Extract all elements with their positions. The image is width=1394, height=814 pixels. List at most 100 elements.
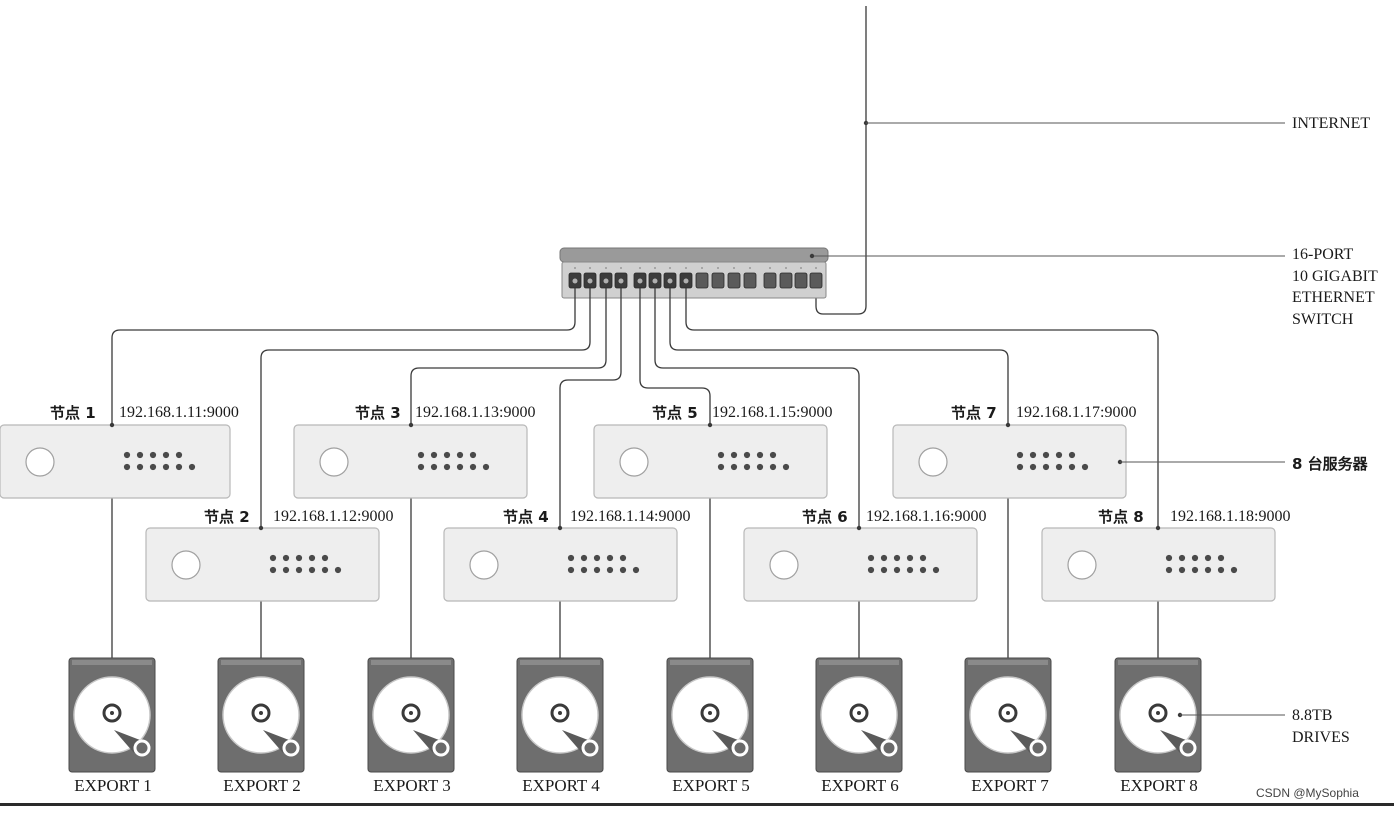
server-status-dot — [1230, 566, 1238, 574]
server-power-button — [171, 550, 201, 580]
export-label: EXPORT 7 — [971, 776, 1049, 795]
switch-port-marker — [639, 267, 641, 269]
switch-port-led — [637, 278, 643, 284]
server-status-dot — [769, 451, 777, 459]
switch-front-panel — [561, 261, 827, 299]
drive-top-edge — [221, 660, 301, 665]
server-cable-dot — [1155, 525, 1161, 531]
switch-port-marker — [769, 267, 771, 269]
switch-port — [727, 272, 741, 289]
drive-spindle-center — [1156, 711, 1160, 715]
server-status-dot — [282, 566, 290, 574]
server-status-dot — [593, 566, 601, 574]
server-status-dot — [269, 566, 277, 574]
server-status-dot — [717, 451, 725, 459]
server-status-dot — [430, 463, 438, 471]
bottom-rule — [0, 803, 1394, 806]
server-power-button — [918, 447, 948, 477]
server-status-dot — [1016, 451, 1024, 459]
drive-spindle-center — [409, 711, 413, 715]
server-status-dot — [580, 566, 588, 574]
server-status-dot — [123, 463, 131, 471]
server-status-dot — [1191, 566, 1199, 574]
server-status-dot — [1042, 463, 1050, 471]
server-status-dot — [321, 566, 329, 574]
export-label: EXPORT 5 — [672, 776, 750, 795]
drive-top-edge — [520, 660, 600, 665]
drive-top-edge — [968, 660, 1048, 665]
server-status-dot — [730, 451, 738, 459]
server-power-button — [25, 447, 55, 477]
drive-actuator-pivot — [581, 739, 599, 757]
drive-spindle-center — [259, 711, 263, 715]
server-power-button — [619, 447, 649, 477]
switch-to-server-cable — [260, 288, 591, 528]
server-status-dot — [730, 463, 738, 471]
server-status-dot — [1204, 554, 1212, 562]
server-cable-dot — [109, 422, 115, 428]
switch-port-marker — [800, 267, 802, 269]
drive-top-edge — [1118, 660, 1198, 665]
drive-top-edge — [670, 660, 750, 665]
server-status-dot — [162, 451, 170, 459]
switch-port — [794, 272, 808, 289]
internet-label: INTERNET — [1292, 115, 1371, 132]
switch-port — [711, 272, 725, 289]
switch-to-server-cable — [685, 288, 1159, 528]
server-status-dot — [430, 451, 438, 459]
node-ip: 192.168.1.18:9000 — [1170, 508, 1291, 525]
server-status-dot — [756, 451, 764, 459]
drive-actuator-pivot — [133, 739, 151, 757]
drive-top-edge — [371, 660, 451, 665]
server-status-dot — [743, 463, 751, 471]
server-status-dot — [1042, 451, 1050, 459]
switch-port-marker — [605, 267, 607, 269]
switch-to-server-cable — [559, 288, 622, 528]
switch-label-line: ETHERNET — [1292, 289, 1375, 306]
server-status-dot — [417, 463, 425, 471]
server-status-dot — [1191, 554, 1199, 562]
server-status-dot — [456, 451, 464, 459]
server-cable-dot — [557, 525, 563, 531]
server-status-dot — [1055, 463, 1063, 471]
server-status-dot — [769, 463, 777, 471]
export-label: EXPORT 4 — [522, 776, 600, 795]
node-name: 节点 6 — [802, 508, 848, 526]
server-status-dot — [567, 566, 575, 574]
switch-leader-dot — [809, 253, 815, 259]
server-status-dot — [295, 566, 303, 574]
server-status-dot — [149, 451, 157, 459]
switch-port-marker — [815, 267, 817, 269]
server-status-dot — [1029, 463, 1037, 471]
server-status-dot — [906, 566, 914, 574]
node-name: 节点 3 — [355, 404, 401, 422]
server-status-dot — [136, 463, 144, 471]
switch-port-marker — [589, 267, 591, 269]
server-status-dot — [717, 463, 725, 471]
node-name: 节点 7 — [951, 404, 997, 422]
drives-label: 8.8TB DRIVES — [1292, 705, 1350, 748]
switch-port-marker — [654, 267, 656, 269]
server-status-dot — [606, 566, 614, 574]
switch-port-led — [587, 278, 593, 284]
server-status-dot — [606, 554, 614, 562]
export-label: EXPORT 6 — [821, 776, 899, 795]
server-status-dot — [1055, 451, 1063, 459]
server-status-dot — [308, 566, 316, 574]
server-status-dot — [1068, 451, 1076, 459]
switch-label-line: SWITCH — [1292, 310, 1354, 328]
server-power-button — [769, 550, 799, 580]
node-name: 节点 2 — [204, 508, 250, 526]
switch-port-marker — [733, 267, 735, 269]
switch-port — [809, 272, 823, 289]
drives-label-line: 8.8TB — [1292, 707, 1333, 724]
server-status-dot — [295, 554, 303, 562]
server-status-dot — [1165, 554, 1173, 562]
watermark: CSDN @MySophia — [1256, 786, 1359, 800]
server-status-dot — [919, 566, 927, 574]
node-name: 节点 4 — [503, 508, 549, 526]
drive-spindle-center — [1006, 711, 1010, 715]
switch-port-marker — [785, 267, 787, 269]
server-status-dot — [867, 554, 875, 562]
node-ip: 192.168.1.14:9000 — [570, 508, 691, 525]
